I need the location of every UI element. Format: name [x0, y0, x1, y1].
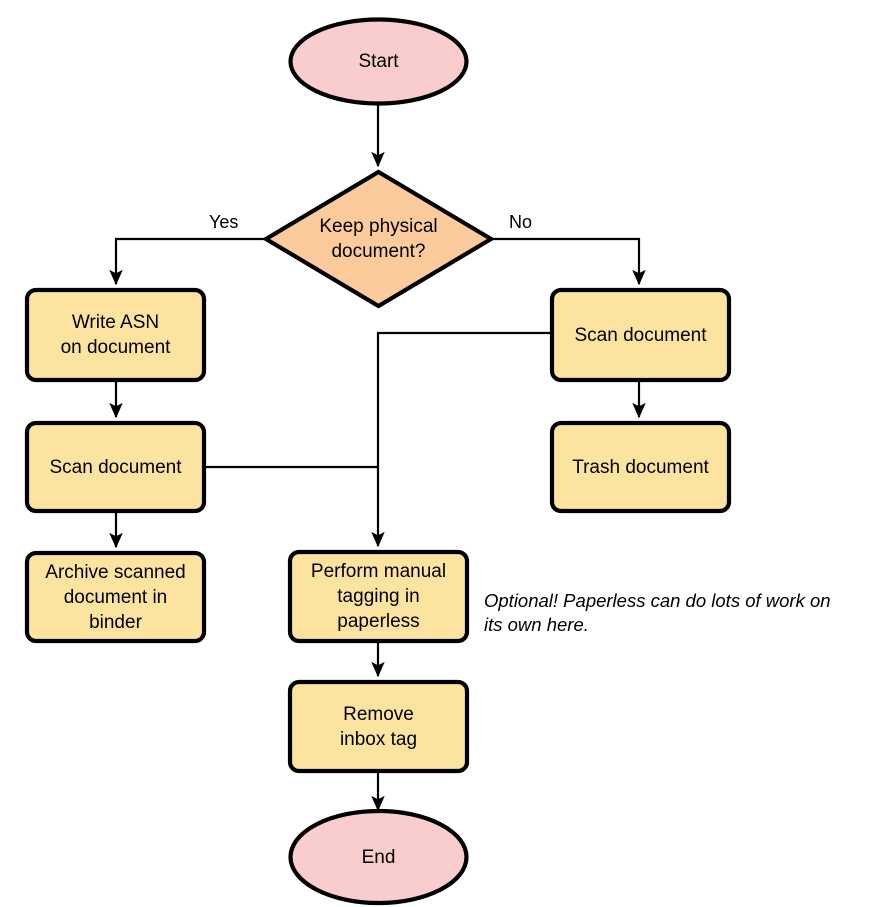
node-remove-inbox-shape[interactable]	[287, 679, 470, 774]
optional-note: Optional! Paperless can do lots of work …	[484, 590, 831, 635]
node-decision-shape[interactable]	[261, 169, 496, 309]
node-write-asn-shape[interactable]	[24, 287, 207, 383]
edge-label-yes: Yes	[209, 212, 239, 232]
node-start-shape[interactable]	[288, 17, 469, 106]
node-tagging-shape[interactable]	[287, 549, 470, 644]
edge-scan-right-to-tagging	[371, 331, 551, 548]
node-archive-shape[interactable]	[24, 550, 207, 644]
node-trash-shape[interactable]	[549, 420, 732, 514]
node-scan-right-shape[interactable]	[549, 287, 732, 383]
node-scan-left-shape[interactable]	[24, 420, 207, 514]
edge-decision-yes-to-write-asn	[109, 237, 264, 286]
edge-decision-no-to-scan-right	[492, 237, 646, 286]
node-end-shape[interactable]	[288, 808, 469, 906]
edge-label-no: No	[509, 212, 533, 232]
